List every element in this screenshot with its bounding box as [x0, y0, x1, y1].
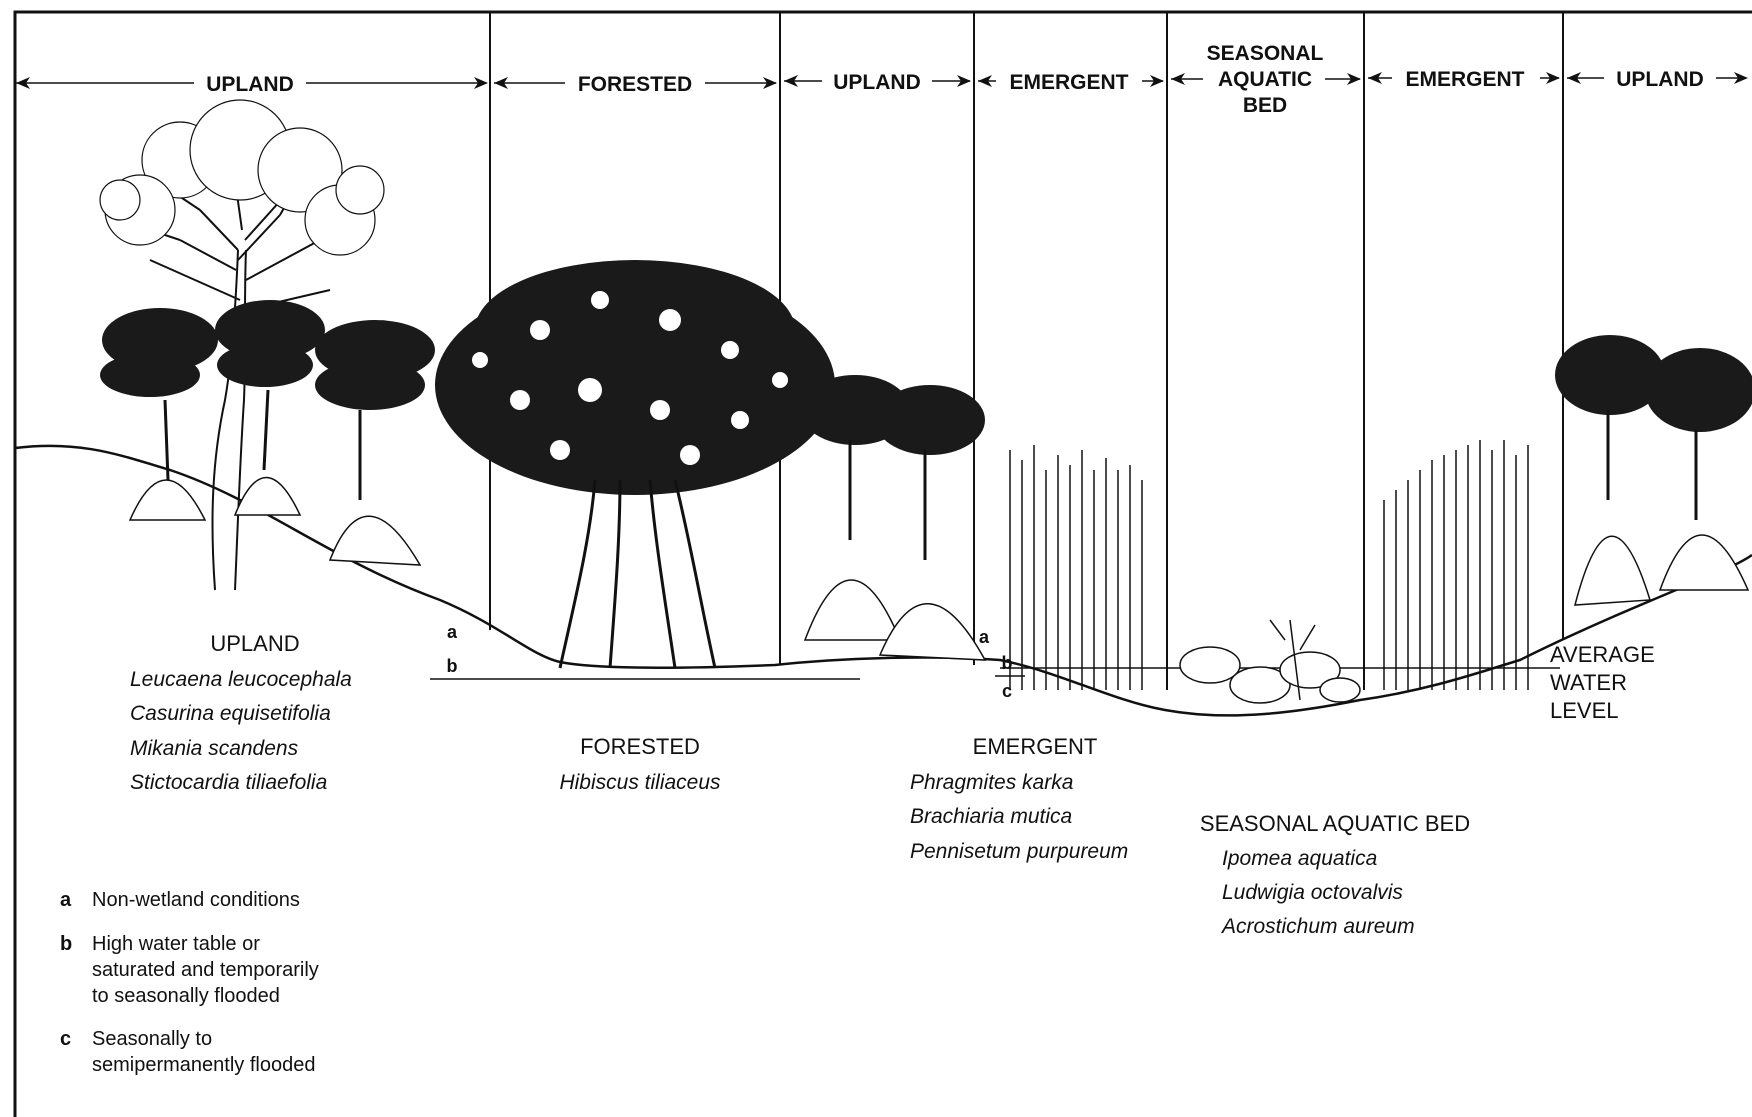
species-group-upland: UPLAND Leucaena leucocephala Casurina eq…	[130, 631, 352, 794]
zone-label-upland-right: UPLAND	[1616, 68, 1704, 91]
species-group-title: SEASONAL AQUATIC BED	[1200, 811, 1470, 836]
legend: a Non-wetland conditions b High water ta…	[60, 889, 319, 1076]
zone-label-upland-left: UPLAND	[206, 73, 294, 96]
upland-dark-trees-left	[100, 300, 435, 565]
species-group-title: EMERGENT	[973, 734, 1098, 759]
species-name: Stictocardia tiliaefolia	[130, 771, 327, 794]
svg-text:b: b	[60, 933, 72, 955]
upland-dark-trees-right	[1555, 335, 1752, 605]
emergent-grasses-left	[1010, 445, 1142, 690]
zone-header: UPLAND FORESTED UPLAND EMERGENT	[16, 42, 1748, 117]
zone-header-upland-left: UPLAND	[16, 73, 488, 96]
species-name: Phragmites karka	[910, 771, 1073, 794]
legend-item-c: c Seasonally to semipermanently flooded	[60, 1028, 315, 1076]
species-group-emergent: EMERGENT Phragmites karka Brachiaria mut…	[910, 734, 1128, 863]
species-name: Hibiscus tiliaceus	[559, 771, 721, 794]
average-water-level-label: AVERAGE WATER LEVEL	[1550, 642, 1655, 723]
zone-label-seasonal-line-3: BED	[1243, 94, 1287, 117]
level-marker-c: c	[1002, 681, 1012, 701]
svg-text:semipermanently flooded: semipermanently flooded	[92, 1054, 315, 1076]
svg-text:WATER: WATER	[1550, 670, 1627, 695]
legend-item-b: b High water table or saturated and temp…	[60, 933, 319, 1007]
species-group-forested: FORESTED Hibiscus tiliaceus	[559, 734, 721, 794]
svg-text:c: c	[60, 1028, 71, 1050]
svg-text:to seasonally flooded: to seasonally flooded	[92, 985, 280, 1007]
zone-label-upland-middle: UPLAND	[833, 71, 921, 94]
species-name: Ludwigia octovalvis	[1222, 881, 1403, 904]
svg-text:AVERAGE: AVERAGE	[1550, 642, 1655, 667]
svg-text:LEVEL: LEVEL	[1550, 698, 1619, 723]
species-name: Mikania scandens	[130, 737, 299, 760]
upland-tall-tree-canopy	[100, 100, 384, 255]
species-group-title: FORESTED	[580, 734, 700, 759]
forested-tree-illustration	[435, 260, 835, 668]
species-group-seasonal-aquatic-bed: SEASONAL AQUATIC BED Ipomea aquatica Lud…	[1200, 811, 1470, 938]
species-group-title: UPLAND	[210, 631, 299, 656]
zone-label-emergent-left: EMERGENT	[1009, 71, 1128, 94]
species-name: Leucaena leucocephala	[130, 668, 352, 691]
zone-label-seasonal-line-1: SEASONAL	[1207, 42, 1324, 65]
species-name: Casurina equisetifolia	[130, 702, 331, 725]
zone-label-seasonal-line-2: AQUATIC	[1218, 68, 1312, 91]
emergent-grasses-right	[1384, 440, 1528, 690]
zone-label-forested: FORESTED	[578, 73, 692, 96]
svg-text:saturated and temporarily: saturated and temporarily	[92, 959, 319, 981]
water-level-lines	[430, 668, 1560, 679]
svg-text:Seasonally to: Seasonally to	[92, 1028, 212, 1050]
zone-label-emergent-right: EMERGENT	[1405, 68, 1524, 91]
species-name: Acrostichum aureum	[1220, 915, 1415, 938]
level-marker-a: a	[979, 627, 990, 647]
species-name: Brachiaria mutica	[910, 805, 1072, 828]
zone-header-emergent-left: EMERGENT	[978, 71, 1164, 94]
legend-item-a: a Non-wetland conditions	[60, 889, 300, 911]
species-name: Pennisetum purpureum	[910, 840, 1128, 863]
svg-text:Non-wetland conditions: Non-wetland conditions	[92, 889, 300, 911]
zone-header-upland-right: UPLAND	[1567, 68, 1748, 91]
zone-header-seasonal-aquatic-bed: SEASONAL AQUATIC BED	[1171, 42, 1361, 117]
zone-header-forested: FORESTED	[494, 73, 777, 96]
svg-text:High water table or: High water table or	[92, 933, 260, 955]
level-marker-b: b	[1002, 653, 1013, 673]
svg-text:a: a	[60, 889, 72, 911]
level-marker-a: a	[447, 622, 458, 642]
level-markers-left: a b	[447, 622, 458, 676]
zone-header-upland-middle: UPLAND	[784, 71, 971, 94]
zone-header-emergent-right: EMERGENT	[1368, 68, 1560, 91]
level-marker-b: b	[447, 656, 458, 676]
aquatic-bed-plants	[1180, 620, 1360, 703]
upland-dark-trees-middle	[800, 375, 985, 660]
species-name: Ipomea aquatica	[1222, 847, 1377, 870]
